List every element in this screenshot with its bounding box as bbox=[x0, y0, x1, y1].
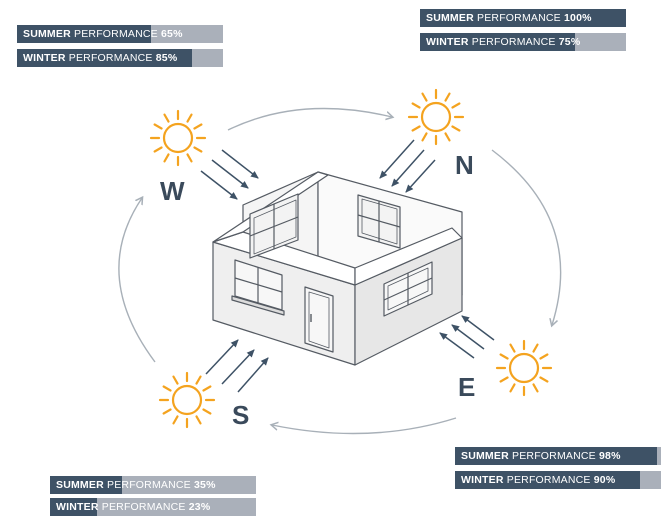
performance-fill bbox=[17, 49, 193, 67]
sun-ray bbox=[186, 113, 193, 123]
performance-fill bbox=[420, 33, 575, 51]
season-label: SUMMER bbox=[461, 450, 509, 462]
sunlight-arrows-icon bbox=[439, 315, 495, 359]
direction-south-label: S bbox=[232, 400, 250, 430]
performance-value: 23% bbox=[188, 501, 211, 513]
north-winter-performance-bar: WINTER PERFORMANCE 75% bbox=[420, 33, 626, 51]
performance-label: PERFORMANCE bbox=[107, 479, 191, 491]
performance-label: PERFORMANCE bbox=[101, 501, 186, 513]
sun-icon bbox=[149, 109, 207, 167]
performance-fill bbox=[455, 471, 641, 489]
sun-ray bbox=[509, 343, 516, 353]
direction-west-label: W bbox=[160, 176, 185, 206]
sun-ray bbox=[186, 153, 193, 163]
performance-value: 65% bbox=[161, 28, 183, 40]
performance-label: PERFORMANCE bbox=[74, 28, 158, 40]
performance-value: 35% bbox=[194, 479, 216, 491]
cycle-arrow-icon bbox=[491, 149, 562, 325]
window bbox=[357, 194, 401, 249]
west-summer-performance-bar: SUMMER PERFORMANCE 65% bbox=[17, 25, 223, 43]
season-label: WINTER bbox=[461, 474, 504, 486]
south-summer-performance-bar: SUMMER PERFORMANCE 35% bbox=[50, 476, 256, 494]
performance-fill bbox=[50, 498, 98, 516]
performance-label: PERFORMANCE bbox=[471, 36, 556, 48]
sun-icon bbox=[407, 88, 465, 146]
cycle-arrow-icon bbox=[118, 198, 156, 363]
sun-ray bbox=[539, 376, 549, 383]
sun-ray bbox=[444, 132, 451, 142]
house-illustration bbox=[212, 171, 463, 366]
season-label: WINTER bbox=[56, 501, 99, 513]
west-winter-performance-bar: WINTER PERFORMANCE 85% bbox=[17, 49, 223, 67]
sun-ray bbox=[162, 408, 172, 415]
sun-ray bbox=[162, 385, 172, 392]
performance-fill bbox=[17, 25, 151, 43]
performance-value: 98% bbox=[599, 450, 621, 462]
south-winter-performance-bar: WINTER PERFORMANCE 23% bbox=[50, 498, 256, 516]
performance-label: PERFORMANCE bbox=[506, 474, 591, 486]
sun-ray bbox=[532, 343, 539, 353]
sun-ray bbox=[172, 375, 179, 385]
suns bbox=[149, 88, 553, 429]
performance-fill bbox=[455, 447, 657, 465]
sun-ray bbox=[539, 353, 549, 360]
cycle-arrow-icon bbox=[272, 417, 457, 435]
season-label: WINTER bbox=[426, 36, 469, 48]
cycle-arrow-icon bbox=[227, 107, 392, 131]
direction-north-label: N bbox=[455, 150, 474, 180]
sun-ray bbox=[202, 408, 212, 415]
sun-ray bbox=[153, 146, 163, 153]
door bbox=[304, 286, 334, 353]
sun-ray bbox=[499, 353, 509, 360]
sun-ray bbox=[195, 375, 202, 385]
east-summer-performance-bar: SUMMER PERFORMANCE 98% bbox=[455, 447, 661, 465]
performance-value: 85% bbox=[155, 52, 178, 64]
sun-ray bbox=[172, 415, 179, 425]
window bbox=[231, 259, 285, 316]
sun-ray bbox=[193, 146, 203, 153]
sun-ray bbox=[509, 383, 516, 393]
season-label: SUMMER bbox=[426, 12, 474, 24]
window bbox=[383, 261, 433, 317]
sun-ray bbox=[193, 123, 203, 130]
sun-icon bbox=[158, 371, 216, 429]
sunlight-arrows-icon bbox=[205, 339, 269, 393]
direction-east-label: E bbox=[458, 372, 476, 402]
performance-value: 75% bbox=[558, 36, 581, 48]
performance-value: 100% bbox=[564, 12, 592, 24]
window bbox=[249, 193, 299, 259]
performance-label: PERFORMANCE bbox=[512, 450, 596, 462]
house-wall-top-right bbox=[354, 227, 463, 286]
sun-ray bbox=[451, 125, 461, 132]
sun-icon bbox=[495, 339, 553, 397]
season-label: SUMMER bbox=[56, 479, 104, 491]
performance-fill bbox=[420, 9, 626, 27]
performance-label: PERFORMANCE bbox=[477, 12, 561, 24]
sun-ray bbox=[532, 383, 539, 393]
sunlight-arrows bbox=[200, 139, 495, 393]
cycle-arrows bbox=[118, 107, 562, 435]
sunlight-arrows-icon bbox=[379, 139, 436, 193]
season-label: WINTER bbox=[23, 52, 66, 64]
east-winter-performance-bar: WINTER PERFORMANCE 90% bbox=[455, 471, 661, 489]
season-label: SUMMER bbox=[23, 28, 71, 40]
sun-ray bbox=[411, 125, 421, 132]
sunlight-arrows-icon bbox=[200, 149, 259, 200]
sun-ray bbox=[195, 415, 202, 425]
sun-ray bbox=[451, 102, 461, 109]
sun-ray bbox=[202, 385, 212, 392]
sun-ray bbox=[421, 92, 428, 102]
sun-ray bbox=[421, 132, 428, 142]
performance-value: 90% bbox=[593, 474, 616, 486]
sun-ray bbox=[153, 123, 163, 130]
performance-label: PERFORMANCE bbox=[68, 52, 153, 64]
sun-ray bbox=[163, 153, 170, 163]
sun-ray bbox=[499, 376, 509, 383]
sun-ray bbox=[444, 92, 451, 102]
north-summer-performance-bar: SUMMER PERFORMANCE 100% bbox=[420, 9, 626, 27]
performance-fill bbox=[50, 476, 123, 494]
sun-ray bbox=[411, 102, 421, 109]
sun-ray bbox=[163, 113, 170, 123]
